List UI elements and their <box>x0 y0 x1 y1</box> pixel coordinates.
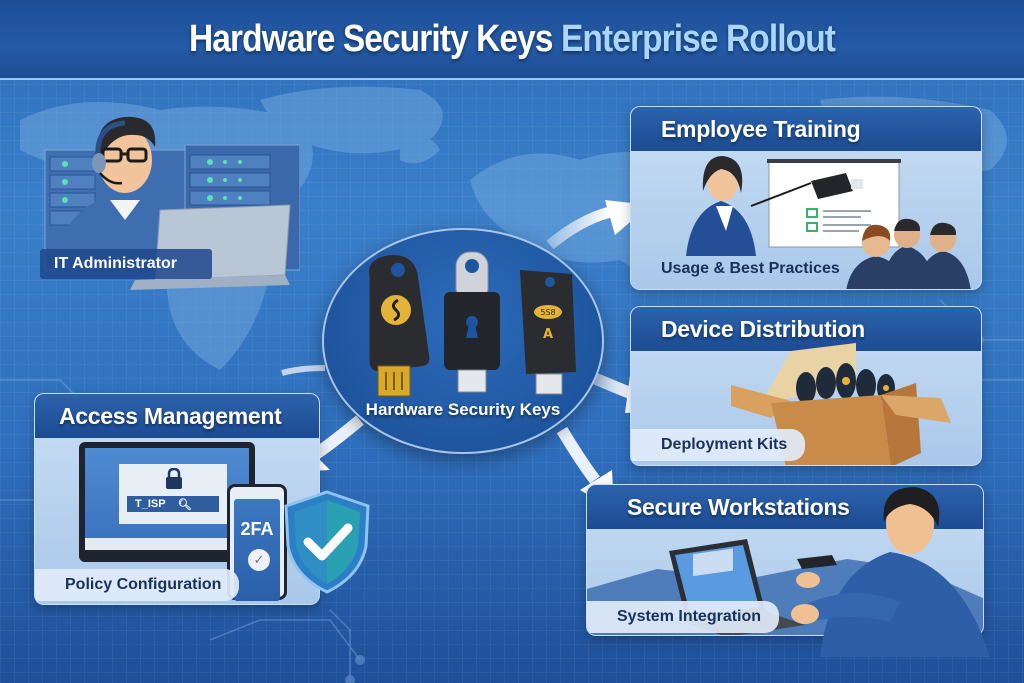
security-keys-icon: 5S8 A <box>368 251 576 397</box>
title-accent: Enterprise Rollout <box>560 17 836 60</box>
workstation-worker-figure <box>791 487 990 657</box>
panel-subtitle: System Integration <box>587 601 780 633</box>
search-icon: 🔍︎ <box>177 498 192 511</box>
security-key-usb-c-silver-icon <box>444 251 500 393</box>
lock-icon <box>166 468 182 489</box>
page-header: Hardware Security Keys Enterprise Rollou… <box>0 0 1024 80</box>
panel-title: Employee Training <box>631 107 981 151</box>
page-title: Hardware Security Keys Enterprise Rollou… <box>189 17 836 61</box>
panel-subtitle: Policy Configuration <box>35 569 240 601</box>
security-keys-hub: 5S8 A Hardware Security Keys <box>322 228 604 454</box>
panel-title: Device Distribution <box>631 307 981 351</box>
svg-text:5S8: 5S8 <box>540 308 555 317</box>
security-key-usb-a-icon <box>368 254 430 397</box>
shield-check-icon <box>284 490 370 594</box>
panel-subtitle: Usage & Best Practices <box>661 260 840 277</box>
svg-text:A: A <box>543 327 553 342</box>
hub-label: Hardware Security Keys <box>365 400 561 419</box>
2fa-label: 2FA <box>240 519 274 539</box>
title-primary: Hardware Security Keys <box>189 17 553 60</box>
security-key-usb-c-black-icon: 5S8 A <box>520 270 576 395</box>
device-distribution-panel: Device Distribution Deployment Kits <box>630 306 982 466</box>
panel-subtitle: Deployment Kits <box>631 429 806 461</box>
it-administrator-label: IT Administrator <box>40 249 212 279</box>
check-circle-icon: ✓ <box>248 549 270 571</box>
access-management-panel: Access Management T_ISP 🔍︎ 2FA ✓ Policy … <box>34 393 320 605</box>
secure-workstations-panel: Secure Workstations System Integration <box>586 484 984 636</box>
monitor-illustration: T_ISP 🔍︎ <box>79 442 255 562</box>
panel-title: Access Management <box>35 394 319 438</box>
training-presentation-icon <box>686 156 971 289</box>
login-field-text: T_ISP <box>135 498 166 510</box>
employee-training-panel: Employee Training Usage & Best Practices <box>630 106 982 290</box>
